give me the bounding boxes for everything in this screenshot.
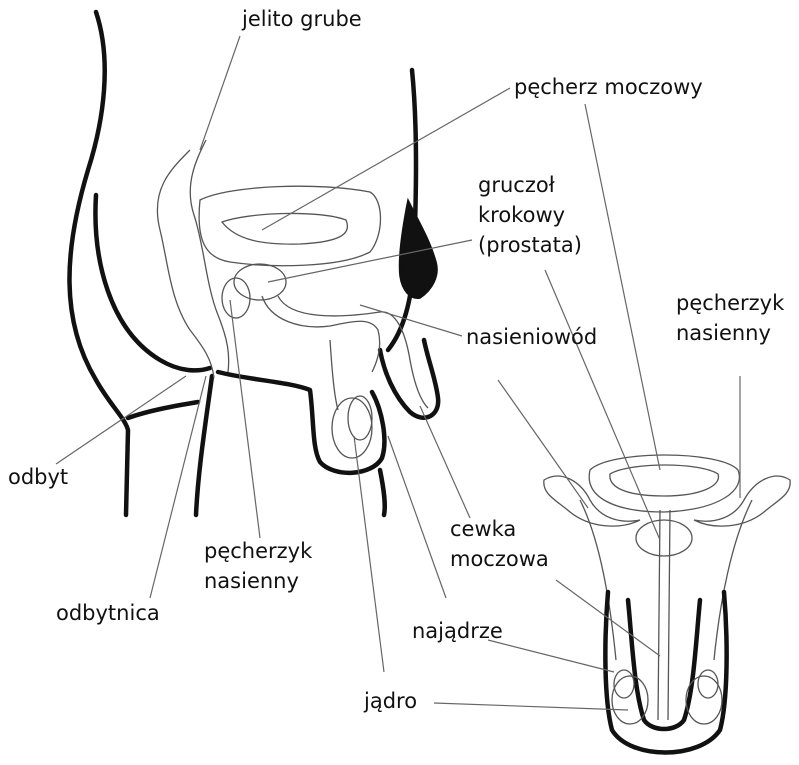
pubic-hair (399, 200, 437, 298)
leader-jelito-grube (200, 36, 240, 150)
label-gruczol-krokowy: gruczoł krokowy (prostata) (478, 170, 582, 260)
leg-back-line (196, 376, 212, 515)
label-pecherzyk-nasienny-left: pęcherzyk nasienny (204, 536, 312, 596)
label-jelito-grube: jelito grube (242, 4, 362, 34)
leg-front-line (380, 470, 385, 515)
side-view-figure (69, 12, 438, 515)
front-bladder (589, 455, 739, 512)
leader-odbyt (56, 376, 186, 464)
testis (332, 398, 372, 458)
leader-najadrze-side (388, 436, 446, 598)
bladder-inner (222, 213, 347, 244)
front-seminal-vesicle-left (544, 476, 640, 526)
leader-pecherzyk-left (230, 300, 260, 538)
leader-prostata-side (268, 240, 472, 282)
front-prostate (636, 520, 692, 556)
leader-najadrze-front (488, 640, 614, 672)
label-odbyt: odbyt (8, 462, 68, 492)
label-pecherzyk-nasienny-right: pęcherzyk nasienny (676, 288, 784, 348)
spermatic-cord (330, 340, 338, 410)
front-urethra (658, 510, 670, 720)
label-najadrze: najądrze (412, 616, 503, 646)
prostate (234, 264, 286, 300)
front-bladder-inner (610, 465, 719, 496)
epididymis (348, 396, 372, 440)
label-jadro: jądro (364, 686, 417, 716)
scrotum-outline (218, 372, 384, 473)
leader-pecherz-moczowy-front (585, 104, 660, 470)
front-penis (628, 600, 700, 729)
leader-jadro-front (434, 703, 628, 710)
front-seminal-vesicle-right (694, 476, 790, 526)
perineum-line (128, 402, 198, 418)
front-vas-left (580, 500, 616, 660)
label-pecherz-moczowy: pęcherz moczowy (514, 72, 703, 102)
front-vas-right (714, 500, 752, 660)
leader-nasieniowod (360, 305, 462, 336)
front-testis-right (686, 676, 722, 724)
leader-pecherz-moczowy-side (262, 88, 510, 230)
front-epididymis-right (698, 670, 718, 698)
label-nasieniowod: nasieniowód (466, 322, 597, 352)
thigh-contour (95, 195, 210, 370)
leader-nasieniowod-front (498, 380, 588, 508)
label-odbytnica: odbytnica (56, 598, 160, 628)
seminal-vesicle (222, 278, 250, 318)
label-cewka-moczowa: cewka moczowa (450, 514, 549, 574)
leader-cewka-side (420, 406, 470, 518)
front-testis-left (612, 676, 648, 724)
vas-deferens (262, 296, 380, 372)
